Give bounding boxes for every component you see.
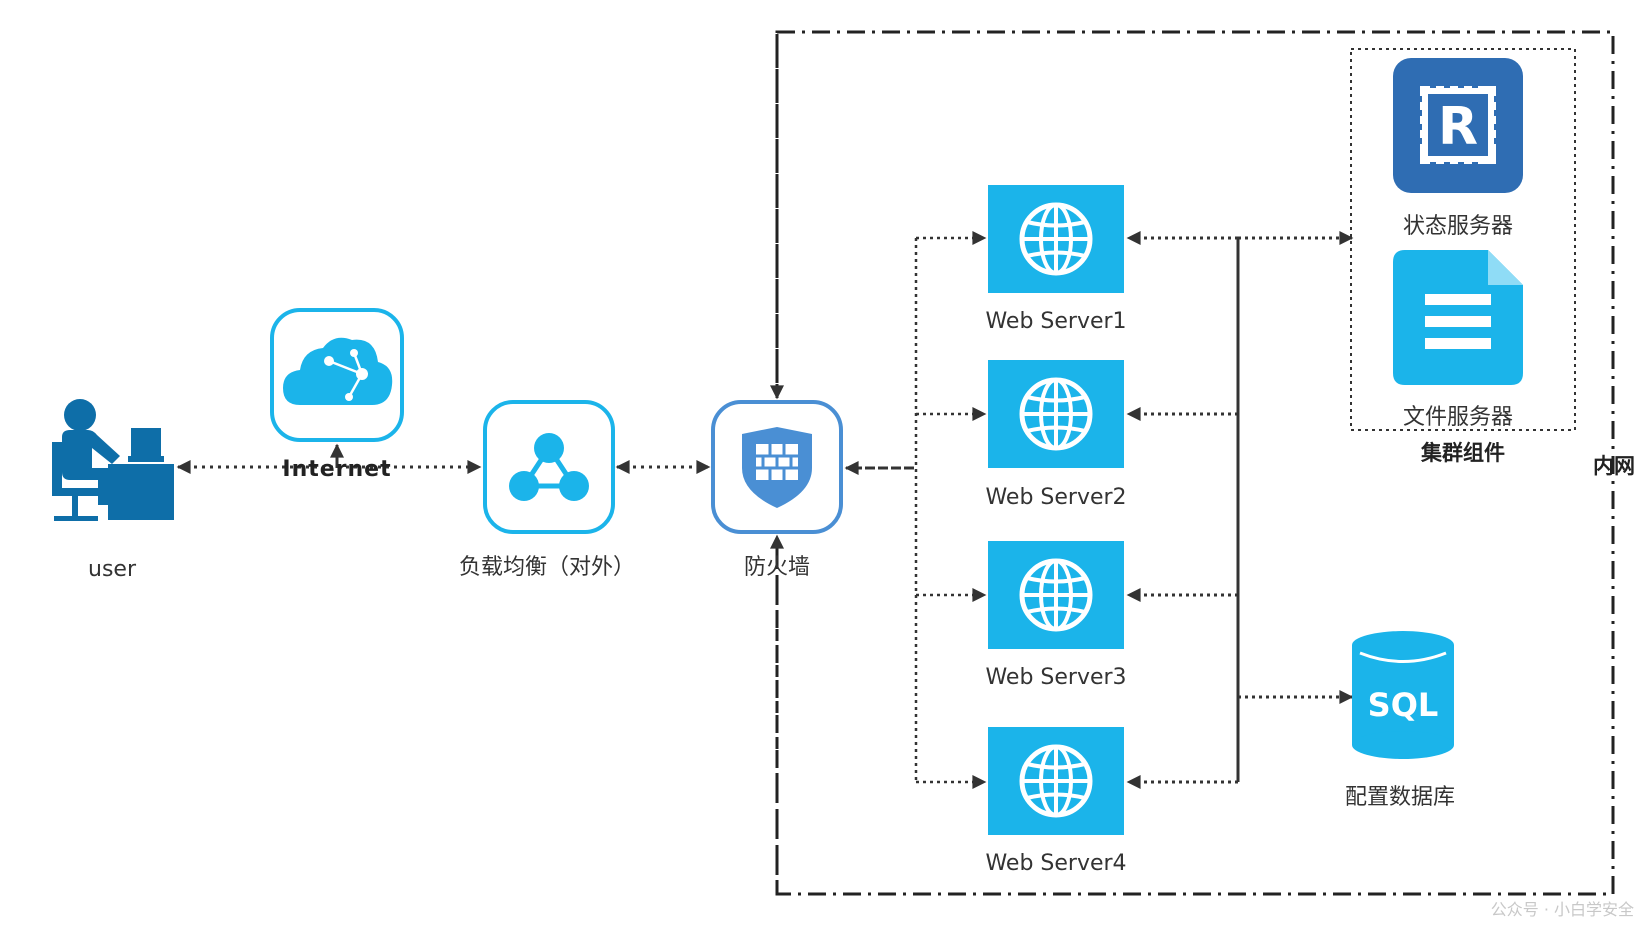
web-server-2-icon[interactable]	[988, 360, 1124, 468]
web-server-4-icon[interactable]	[988, 727, 1124, 835]
web-server-3-label: Web Server3	[985, 665, 1127, 690]
state-server-chip-icon[interactable]: R	[1393, 58, 1523, 193]
state-server-label: 状态服务器	[1402, 214, 1514, 239]
config-database-icon-text: SQL	[1368, 686, 1439, 724]
load-balancer-label: 负载均衡（对外）	[458, 555, 636, 580]
web-server-1-icon[interactable]	[988, 185, 1124, 293]
state-server-icon-letter: R	[1438, 97, 1478, 157]
web-server-3-icon[interactable]	[988, 541, 1124, 649]
web-server-4-label: Web Server4	[985, 851, 1127, 876]
user-label: user	[88, 557, 136, 582]
watermark: 公众号 · 小白学安全	[1490, 900, 1634, 919]
cluster-group-label: 集群组件	[1421, 441, 1505, 465]
internet-label: Internet	[282, 457, 392, 482]
firewall-shield-icon[interactable]	[711, 400, 843, 534]
file-server-document-icon[interactable]	[1393, 250, 1523, 385]
internet-cloud-icon[interactable]	[270, 308, 404, 442]
load-balancer-icon[interactable]	[483, 400, 615, 534]
firewall-label: 防火墙	[743, 555, 811, 580]
file-server-label: 文件服务器	[1402, 405, 1514, 430]
intranet-group-label: 内网	[1593, 454, 1635, 478]
config-database-icon[interactable]: SQL	[1352, 631, 1454, 759]
user-icon[interactable]	[52, 399, 174, 521]
web-server-2-label: Web Server2	[985, 485, 1127, 510]
config-database-label: 配置数据库	[1344, 785, 1456, 810]
web-server-1-label: Web Server1	[985, 309, 1127, 334]
cluster-boundary	[1350, 48, 1576, 431]
